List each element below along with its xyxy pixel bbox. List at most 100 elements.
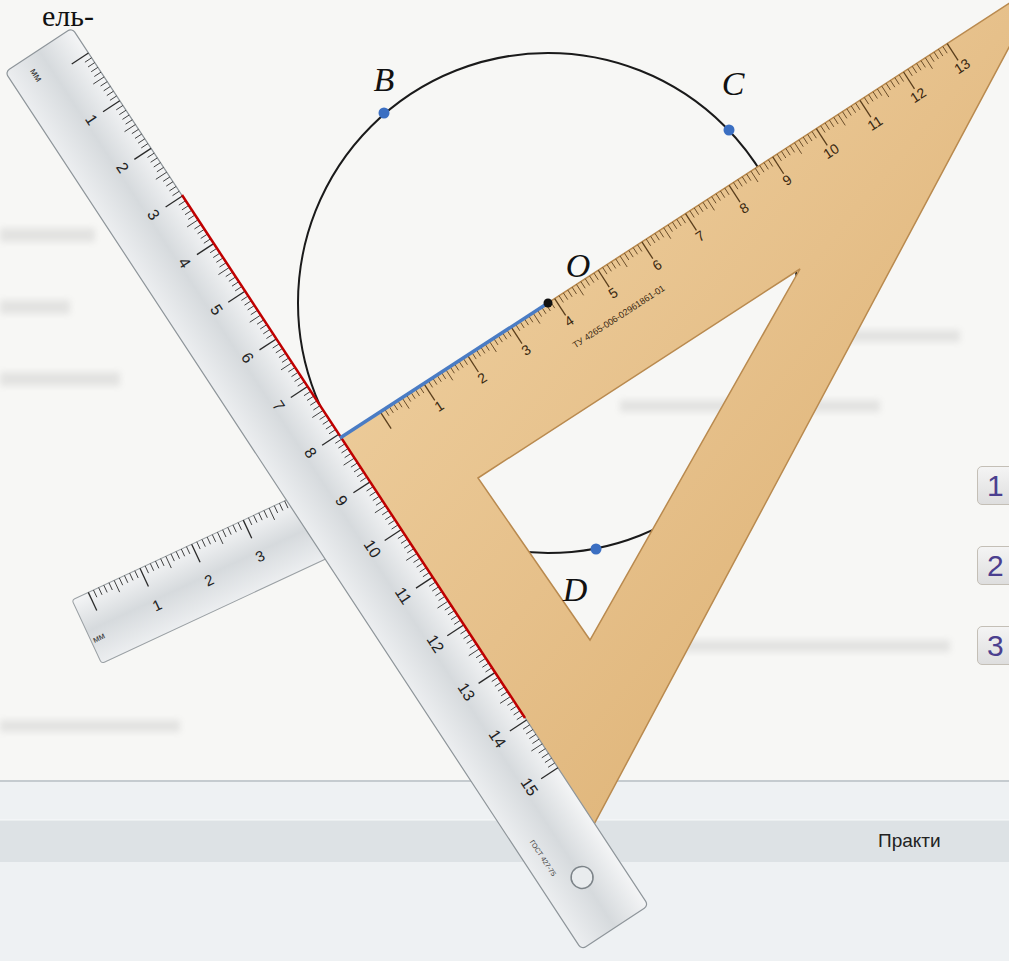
ruler-tick xyxy=(307,396,314,400)
ruler-tick xyxy=(148,153,155,157)
ruler-tick xyxy=(213,253,220,257)
ruler-tick xyxy=(263,329,270,333)
scale-tick xyxy=(624,253,628,260)
number-button: 2 xyxy=(977,546,1009,585)
ruler-tick xyxy=(116,105,123,109)
scale-tick xyxy=(734,182,738,189)
scale-tick xyxy=(559,296,563,303)
ruler-tick xyxy=(233,525,236,532)
button-number: 2 xyxy=(987,547,1004,584)
ruler-number: 10 xyxy=(361,537,384,561)
scale-tick xyxy=(642,242,653,259)
scale-tick xyxy=(908,69,912,76)
ruler-number: 9 xyxy=(332,493,350,509)
ruler-tick xyxy=(135,571,138,578)
ruler-tick xyxy=(210,248,217,252)
page-fragment: ель- xyxy=(42,1,94,31)
button-number: 3 xyxy=(987,627,1004,664)
scale-tick xyxy=(764,163,768,170)
point-label: D xyxy=(563,573,588,607)
ruler-tick xyxy=(109,583,112,590)
ruler-tick xyxy=(187,220,198,227)
ruler-tick xyxy=(281,363,292,370)
ruler-tick xyxy=(198,229,205,233)
scale-tick xyxy=(577,284,584,295)
ruler-tick xyxy=(212,535,215,542)
ruler-tick xyxy=(126,120,133,124)
scale-tick xyxy=(738,180,742,187)
ruler-tick xyxy=(202,539,205,546)
unit-label: мм xyxy=(28,67,44,84)
ruler-tick xyxy=(110,96,117,100)
ruler-tick xyxy=(104,86,111,90)
ruler-body xyxy=(5,28,648,950)
ruler-tick xyxy=(228,291,245,302)
scale-tick xyxy=(686,214,697,231)
point-dot xyxy=(379,108,390,119)
scale-tick xyxy=(934,52,938,59)
ruler-number: 11 xyxy=(392,585,414,608)
ruler-tick xyxy=(326,425,333,429)
ruler-tick xyxy=(201,234,208,238)
scale-tick xyxy=(720,191,724,198)
scale-tick xyxy=(912,66,916,73)
scale-tick xyxy=(803,137,807,144)
ruler-tick xyxy=(254,515,257,522)
ruler-tick xyxy=(322,434,339,445)
scale-tick xyxy=(838,114,845,125)
scale-tick xyxy=(664,228,671,239)
ruler-tick xyxy=(226,272,233,276)
ruler-tick xyxy=(135,134,142,138)
scale-tick xyxy=(834,117,838,124)
ruler-ticks xyxy=(72,53,558,779)
tangent-line xyxy=(182,195,525,718)
scale-tick xyxy=(511,327,522,344)
center-dot xyxy=(544,299,553,308)
scale-tick xyxy=(921,61,925,68)
ruler-tick xyxy=(85,58,92,62)
ruler-tick xyxy=(132,129,139,133)
scale-tick xyxy=(555,299,566,316)
scale-tick xyxy=(651,236,655,243)
ruler-tick xyxy=(298,382,305,386)
ruler-tick xyxy=(207,537,210,544)
ruler-tick xyxy=(182,206,189,210)
ruler-tick xyxy=(197,542,200,549)
ruler-tick xyxy=(266,334,273,338)
scale-tick xyxy=(742,177,746,184)
ruler-number: 6 xyxy=(238,350,256,366)
ruler-tick xyxy=(122,115,129,119)
ruler-tick xyxy=(154,163,161,167)
scale-number: 6 xyxy=(650,257,664,273)
scale-tick xyxy=(856,103,860,110)
ruler-tick xyxy=(186,547,189,554)
ruler-tick xyxy=(197,244,214,255)
ruler-tick xyxy=(157,167,164,171)
ruler-tick xyxy=(188,215,195,219)
scale-tick xyxy=(869,95,873,102)
ruler-number: 5 xyxy=(207,302,225,318)
scale-tick xyxy=(864,97,868,104)
ruler-tick xyxy=(232,282,239,286)
ruler-tick xyxy=(204,239,211,243)
scale-number: 4 xyxy=(562,313,576,329)
scale-tick xyxy=(707,199,714,210)
ruler-tick xyxy=(288,368,295,372)
product-code: ТУ 4265-006-02961861-01 xyxy=(571,283,666,349)
point-label: B xyxy=(374,63,395,97)
ruler-tick xyxy=(274,506,277,513)
scale-tick xyxy=(821,126,825,133)
scale-tick xyxy=(947,44,958,61)
ruler-tick xyxy=(114,580,119,592)
scale-tick xyxy=(616,259,620,266)
scale-tick xyxy=(891,80,895,87)
scale-tick xyxy=(424,384,435,401)
ruler-tick xyxy=(134,148,151,159)
ruler-number: 15 xyxy=(517,775,540,799)
ruler-number: 12 xyxy=(423,632,446,656)
scale-tick xyxy=(751,171,758,182)
scale-tick xyxy=(760,165,764,172)
ruler-tick xyxy=(107,91,114,95)
